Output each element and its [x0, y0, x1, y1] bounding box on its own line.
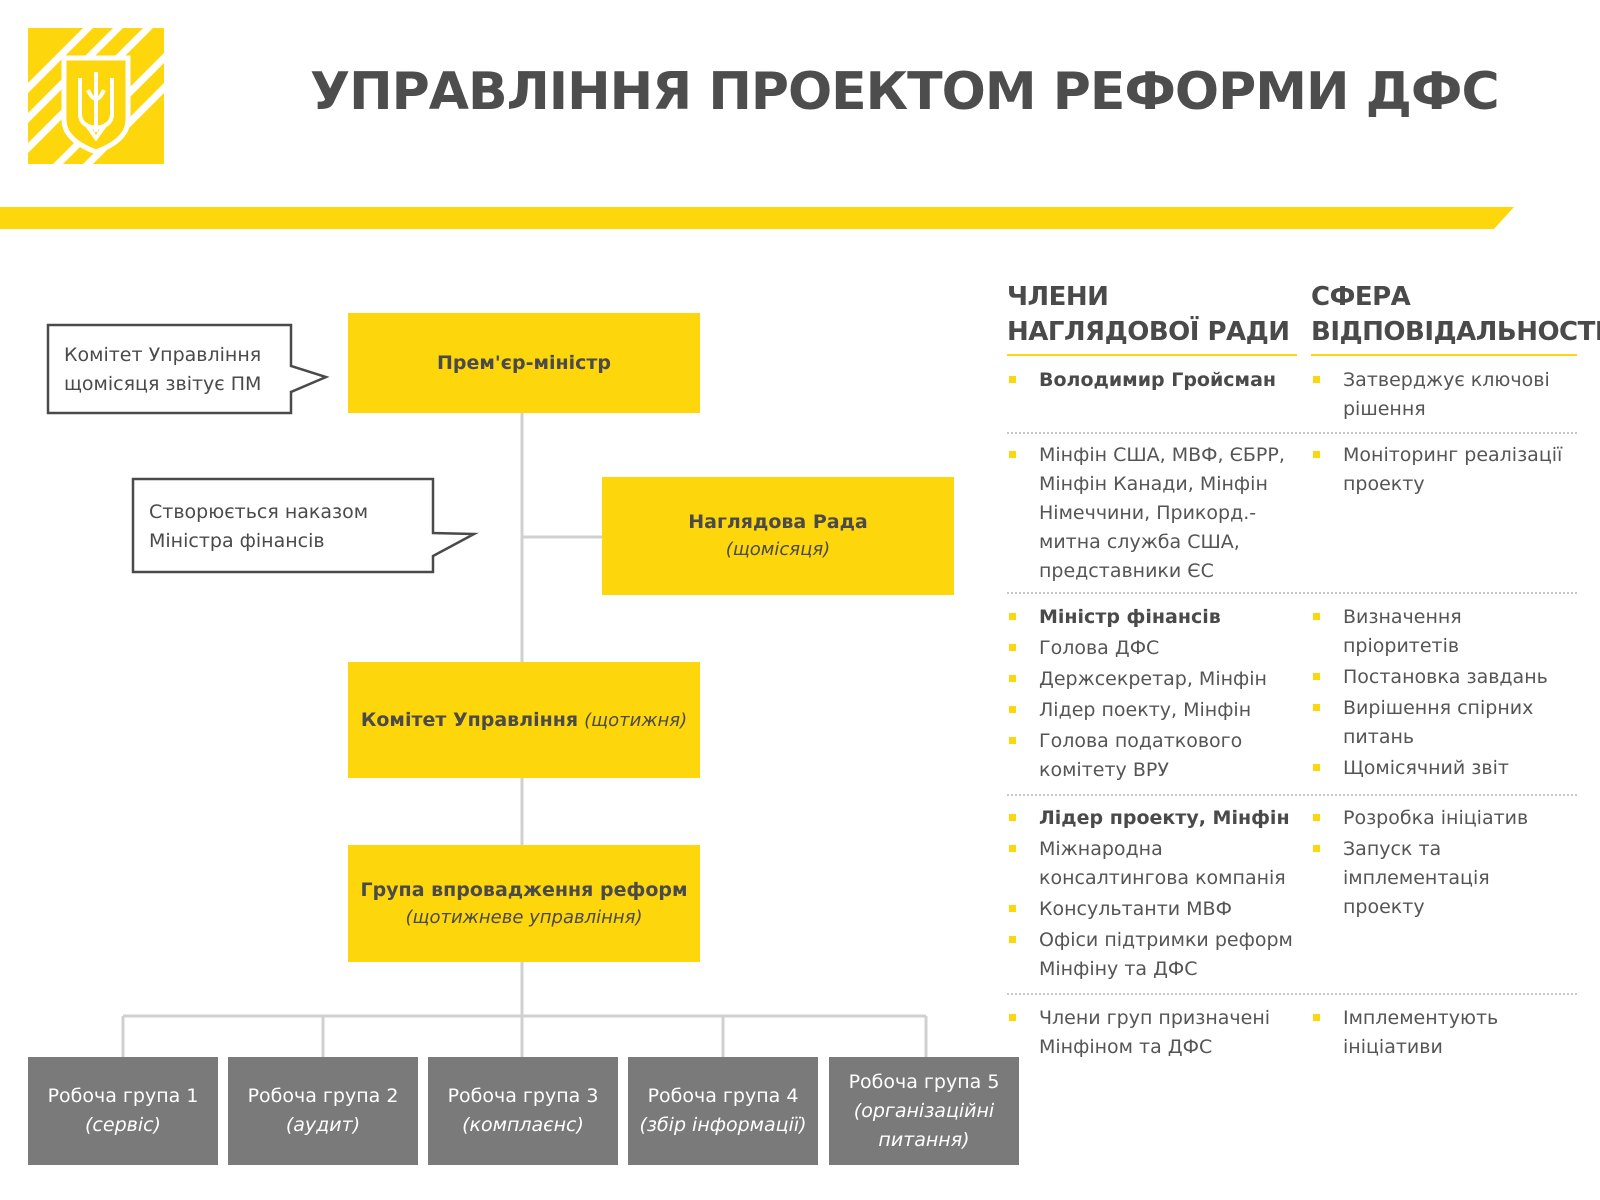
list-item: Постановка завдань [1311, 663, 1577, 692]
column-header-members: ЧЛЕНИ НАГЛЯДОВОЇ РАДИ [1007, 280, 1297, 356]
members-row-1: Володимир Гройсман [1007, 366, 1303, 397]
row-divider [1007, 592, 1577, 594]
members-row-5: Члени груп призначені Мінфіном та ДФС [1007, 1004, 1287, 1064]
page-title: УПРАВЛІННЯ ПРОЕКТОМ РЕФОРМИ ДФС [310, 62, 1500, 122]
list-item: Розробка ініціатив [1311, 804, 1577, 833]
scope-row-4: Розробка ініціатив Запуск та імплементац… [1311, 804, 1577, 924]
working-group-3: Робоча група 3(комплаєнс) [428, 1057, 618, 1165]
list-item: Голова податкового комітету ВРУ [1007, 727, 1303, 785]
org-box-reform-group: Група впровадження реформ (щотижневе упр… [348, 845, 700, 962]
list-item: Держсекретар, Мінфін [1007, 665, 1303, 694]
list-item: Затверджує ключові рішення [1311, 366, 1577, 424]
org-box-supervisory-board: Наглядова Рада (щомісяця) [602, 477, 954, 595]
working-group-1: Робоча група 1(сервіс) [28, 1057, 218, 1165]
org-box-pm: Прем'єр-міністр [348, 313, 700, 413]
list-item: Лідер проекту, Мінфін [1007, 804, 1307, 833]
members-row-2: Мінфін США, МВФ, ЄБРР, Мінфін Канади, Мі… [1007, 441, 1287, 588]
row-divider [1007, 794, 1577, 796]
scope-row-5: Імплементують ініціативи [1311, 1004, 1577, 1064]
list-item: Вирішення спірних питань [1311, 694, 1577, 752]
org-box-steering-committee: Комітет Управління (щотижня) [348, 662, 700, 778]
members-row-3: Міністр фінансів Голова ДФС Держсекретар… [1007, 603, 1303, 787]
list-item: Офіси підтримки реформ Мінфіну та ДФС [1007, 926, 1307, 984]
list-item: Запуск та імплементація проекту [1311, 835, 1577, 922]
callout-bubble-2 [131, 477, 479, 574]
list-item: Визначення пріоритетів [1311, 603, 1577, 661]
accent-band [0, 207, 1514, 229]
list-item: Моніторинг реалізації проекту [1311, 441, 1571, 499]
list-item: Голова ДФС [1007, 634, 1303, 663]
callout-report-pm: Комітет Управління щомісяця звітує ПМ [64, 344, 262, 395]
list-item: Мінфін США, МВФ, ЄБРР, Мінфін Канади, Мі… [1007, 441, 1287, 586]
list-item: Консультанти МВФ [1007, 895, 1307, 924]
list-item: Міністр фінансів [1007, 603, 1303, 632]
list-item: Імплементують ініціативи [1311, 1004, 1577, 1062]
list-item: Лідер поекту, Мінфін [1007, 696, 1303, 725]
list-item: Міжнародна консалтингова компанія [1007, 835, 1307, 893]
scope-row-3: Визначення пріоритетів Постановка завдан… [1311, 603, 1577, 785]
trident-coat-of-arms-icon [28, 28, 164, 164]
callout-bubble-1 [46, 323, 330, 415]
row-divider [1007, 432, 1577, 434]
members-row-4: Лідер проекту, Мінфін Міжнародна консалт… [1007, 804, 1307, 986]
callout-created-by-order: Створюється наказом Міністра фінансів [149, 501, 369, 552]
list-item: Щомісячний звіт [1311, 754, 1577, 783]
scope-row-1: Затверджує ключові рішення [1311, 366, 1577, 426]
column-header-scope: СФЕРА ВІДПОВІДАЛЬНОСТІ [1311, 280, 1600, 356]
working-group-2: Робоча група 2(аудит) [228, 1057, 418, 1165]
row-divider [1007, 993, 1577, 995]
list-item: Володимир Гройсман [1007, 366, 1303, 395]
list-item: Члени груп призначені Мінфіном та ДФС [1007, 1004, 1287, 1062]
working-group-4: Робоча група 4(збір інформації) [628, 1057, 818, 1165]
scope-row-2: Моніторинг реалізації проекту [1311, 441, 1571, 501]
